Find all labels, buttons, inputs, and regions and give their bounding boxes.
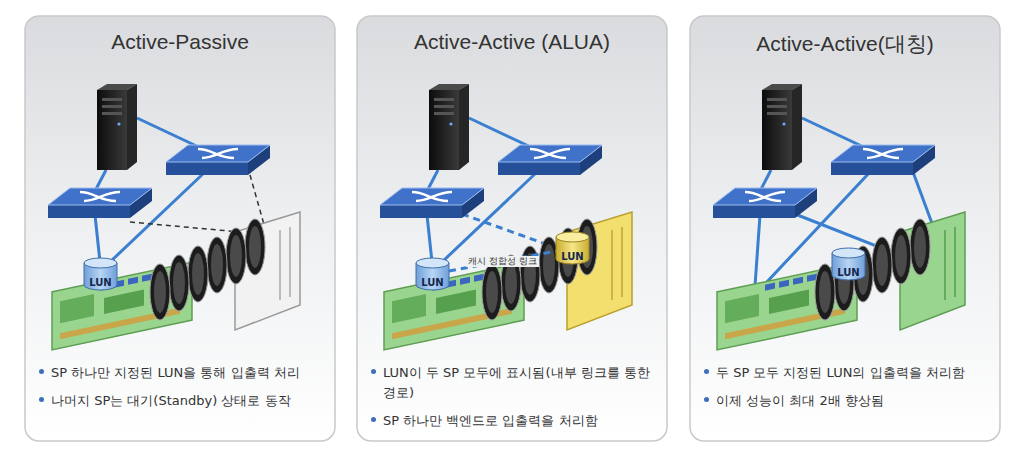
cable <box>755 215 760 286</box>
disk-array <box>482 219 597 320</box>
bullet-row: SP 하나만 백엔드로 입출력을 처리함 <box>371 410 659 430</box>
board-vent <box>289 227 291 297</box>
switch-icon <box>166 145 270 175</box>
panel-ground <box>357 16 667 441</box>
panel-title: Active-Active(대칭) <box>690 30 1000 58</box>
bullet-list: LUN이 두 SP 모두에 표시됨(내부 링크를 통한 경로) SP 하나만 백엔… <box>371 362 659 438</box>
switch-icon <box>48 188 152 218</box>
panel-ground <box>690 16 1000 441</box>
board-vent <box>954 227 956 297</box>
cache-link <box>449 251 556 271</box>
mode-panel: Active-Active (ALUA) LUN이 두 SP 모두에 표시됨(내부… <box>357 16 667 441</box>
lun-label: LUN <box>561 251 584 263</box>
bullet-text: SP 하나만 백엔드로 입출력을 처리함 <box>383 413 598 428</box>
panel-illustration <box>357 16 667 441</box>
lun-cylinder: LUN <box>84 258 117 290</box>
cylinder-top <box>556 232 589 242</box>
cylinder-top <box>84 258 117 268</box>
bullet-text: SP 하나만 지정된 LUN을 통해 입출력 처리 <box>51 365 300 380</box>
bullet-dot <box>371 417 376 422</box>
lun-label: LUN <box>89 277 112 289</box>
bullet-text: 나머지 SP는 대기(Standby) 상태로 동작 <box>51 393 291 408</box>
panel-illustration <box>690 16 1000 441</box>
bullet-row: LUN이 두 SP 모두에 표시됨(내부 링크를 통한 경로) <box>371 362 659 402</box>
panel-illustration <box>25 16 335 441</box>
lun-label: LUN <box>837 267 860 279</box>
switch-icon <box>498 145 602 175</box>
cable <box>427 215 432 262</box>
bullet-dot <box>704 397 709 402</box>
switch-icon <box>831 145 935 175</box>
bullet-list: 두 SP 모두 지정된 LUN의 입출력을 처리함이제 성능이 최대 2배 향상… <box>704 362 992 418</box>
panel-ground <box>25 16 335 441</box>
bullet-dot <box>39 369 44 374</box>
lun-cylinder: LUN <box>832 248 865 280</box>
board-vent <box>611 230 613 300</box>
panel-title: Active-Passive <box>25 30 335 54</box>
lun-cylinder: LUN <box>556 232 589 264</box>
bullet-text: LUN이 두 SP 모두에 표시됨(내부 링크를 통한 경로) <box>383 365 650 400</box>
disk-array <box>815 219 930 320</box>
panel-title: Active-Active (ALUA) <box>357 30 667 54</box>
optimized-path <box>462 214 554 247</box>
lun-label: LUN <box>421 277 444 289</box>
mode-panel: Active-Active(대칭) 두 SP 모두 지정된 LUN의 입출력을 처… <box>690 16 1000 441</box>
board-vent <box>279 230 281 300</box>
bullet-text: 이제 성능이 최대 2배 향상됨 <box>716 393 884 408</box>
bullet-row: 두 SP 모두 지정된 LUN의 입출력을 처리함 <box>704 362 992 382</box>
bullet-dot <box>704 369 709 374</box>
switch-icon <box>713 188 817 218</box>
bullet-row: 이제 성능이 최대 2배 향상됨 <box>704 390 992 410</box>
mode-panel: Active-Passive SP 하나만 지정된 LUN을 통해 입출력 처리나… <box>25 16 335 441</box>
cylinder-top <box>416 258 449 268</box>
board-vent <box>621 227 623 297</box>
disk-array <box>150 219 265 320</box>
standby-path <box>130 222 240 232</box>
title-holder: Active-Active(대칭) <box>690 30 1000 58</box>
cable <box>913 172 933 226</box>
lun-cylinder: LUN <box>416 258 449 290</box>
bullet-list: SP 하나만 지정된 LUN을 통해 입출력 처리나머지 SP는 대기(Stan… <box>39 362 327 418</box>
bullet-row: 나머지 SP는 대기(Standby) 상태로 동작 <box>39 390 327 410</box>
bullet-dot <box>39 397 44 402</box>
board-vent <box>944 230 946 300</box>
bullet-text: 두 SP 모두 지정된 LUN의 입출력을 처리함 <box>716 365 965 380</box>
server-icon <box>429 84 469 170</box>
cylinder-top <box>832 248 865 258</box>
cable <box>95 215 100 262</box>
bullet-row: SP 하나만 지정된 LUN을 통해 입출력 처리 <box>39 362 327 382</box>
server-icon <box>97 84 137 170</box>
title-holder: Active-Passive <box>25 30 335 54</box>
link-label: 캐시 정합성 링크 <box>466 256 539 267</box>
server-icon <box>762 84 802 170</box>
title-holder: Active-Active (ALUA) <box>357 30 667 54</box>
switch-icon <box>380 188 484 218</box>
bullet-dot <box>371 369 376 374</box>
